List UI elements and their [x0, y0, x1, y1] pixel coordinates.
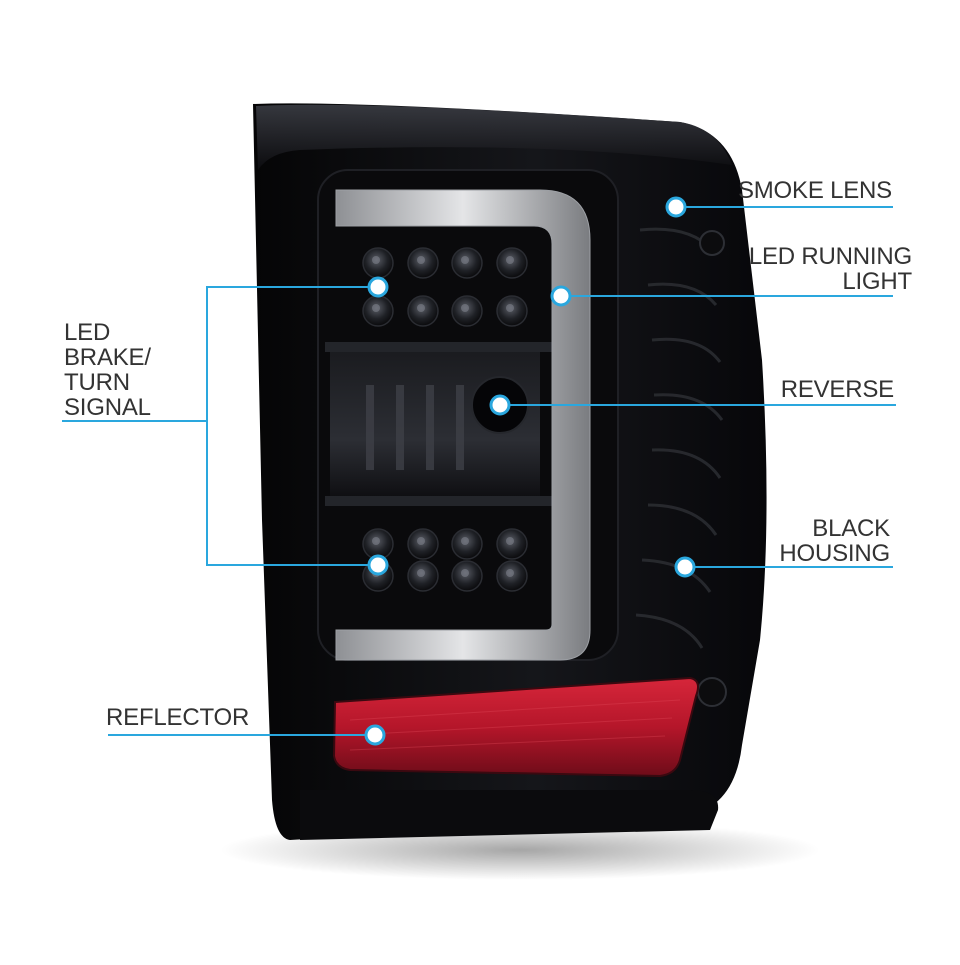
led-emitter-highlight	[417, 569, 425, 577]
callout-dot-black-housing	[674, 556, 696, 578]
led-emitter-highlight	[461, 569, 469, 577]
led-emitter-highlight	[372, 537, 380, 545]
callout-label-led-brake-turn-signal: LED BRAKE/ TURN SIGNAL	[64, 319, 151, 421]
led-emitter-highlight	[461, 256, 469, 264]
upper-led-grid	[362, 247, 528, 327]
led-emitter-highlight	[417, 304, 425, 312]
reflector-strip	[332, 676, 699, 778]
callout-dot-smoke-lens	[665, 196, 687, 218]
led-emitter-highlight	[417, 537, 425, 545]
callout-dot-led-brake-turn-signal	[367, 554, 389, 576]
callout-label-reverse: REVERSE	[780, 376, 895, 403]
led-emitter-highlight	[506, 537, 514, 545]
reverse-reflector-ribs	[366, 385, 464, 470]
housing-top-rim	[256, 104, 732, 170]
callout-label-led-running-light: LED RUNNING LIGHT	[748, 243, 912, 295]
callout-dot-led-running-light	[550, 285, 572, 307]
mounting-stud-bottom	[697, 677, 727, 707]
led-emitter-highlight	[461, 304, 469, 312]
callout-dot-reverse	[489, 394, 511, 416]
led-emitter-highlight	[372, 304, 380, 312]
led-emitter-highlight	[506, 569, 514, 577]
led-emitter-highlight	[372, 256, 380, 264]
led-emitter-highlight	[506, 256, 514, 264]
callout-layer	[62, 196, 896, 746]
callout-dot-led-brake-turn-signal	[367, 276, 389, 298]
led-emitter-highlight	[417, 256, 425, 264]
led-emitter-highlight	[506, 304, 514, 312]
led-running-light-bar	[335, 189, 591, 661]
led-emitter-highlight	[461, 537, 469, 545]
callout-label-black-housing: BLACK HOUSING	[779, 515, 890, 567]
callout-label-reflector: REFLECTOR	[106, 704, 250, 731]
divider-lower	[325, 496, 587, 506]
reflector-texture	[349, 699, 681, 751]
callout-label-smoke-lens: SMOKE LENS	[737, 177, 892, 204]
callout-line-led-brake-turn-signal	[206, 286, 378, 566]
divider-upper	[325, 342, 587, 352]
callout-dot-reflector	[364, 724, 386, 746]
mounting-stud-top	[699, 230, 725, 256]
housing-bottom-lip	[300, 790, 719, 840]
